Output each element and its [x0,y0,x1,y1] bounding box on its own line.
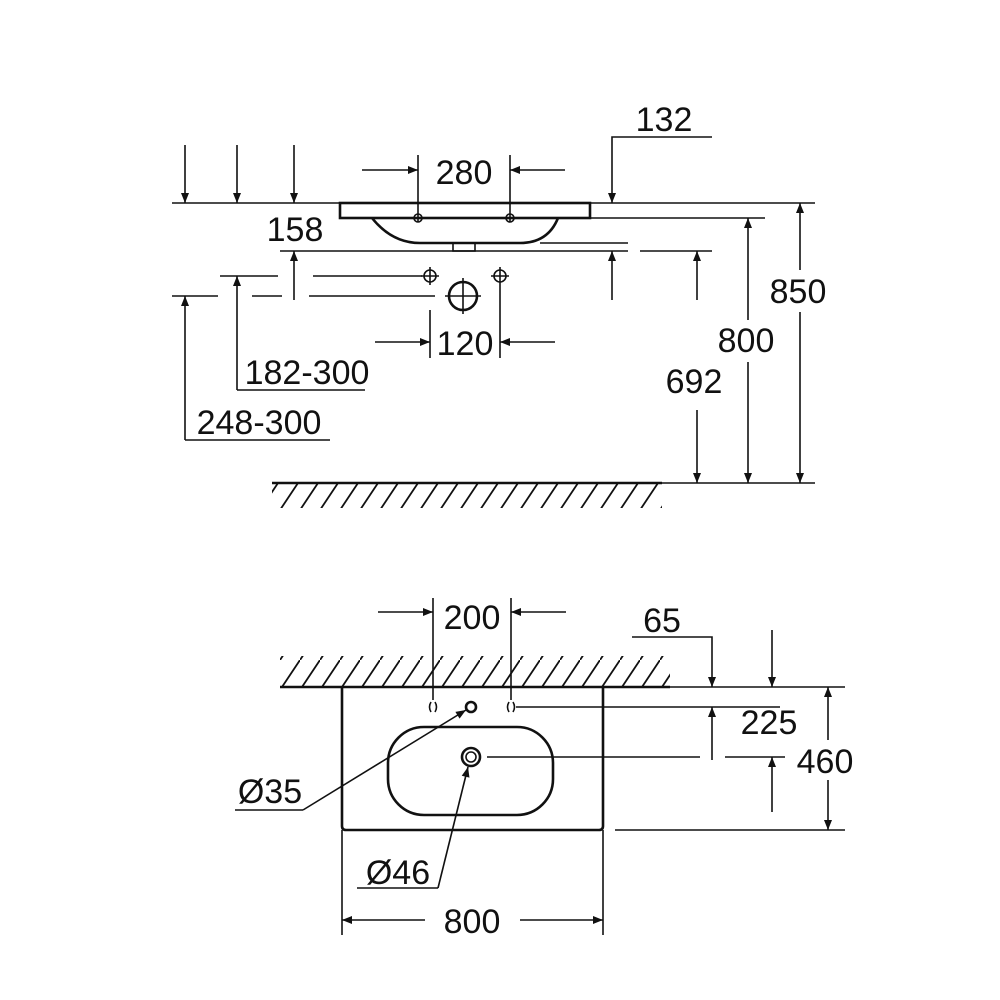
dim-460-label: 460 [797,743,854,781]
dim-200-label: 200 [444,599,501,637]
plan-view: 200 65 225 460 Ø35 Ø46 800 [235,598,853,941]
basin-top-outline [340,687,605,832]
dim-800-width-label: 800 [444,903,501,941]
supply-connection-icons [421,267,509,314]
dim-158-label: 158 [267,211,324,249]
dim-65-label: 65 [643,602,681,640]
dim-132-label: 132 [636,101,693,139]
dim-248-300-label: 248-300 [197,404,322,442]
basin-side-profile [338,201,592,252]
dim-692-label: 692 [666,363,723,401]
wall-hatch [280,656,670,689]
dim-182-300-label: 182-300 [245,354,370,392]
dim-120-label: 120 [437,325,494,363]
dim-225-label: 225 [741,704,798,742]
dim-280-label: 280 [436,154,493,192]
elevation-view: 280 132 158 182-300 248-300 [172,101,826,508]
dim-850-label: 850 [770,273,827,311]
floor-hatch [272,481,662,508]
dim-tap-hole-label: Ø35 [238,773,302,811]
dim-waste-hole-label: Ø46 [366,854,430,892]
dim-800-height-label: 800 [718,322,775,360]
